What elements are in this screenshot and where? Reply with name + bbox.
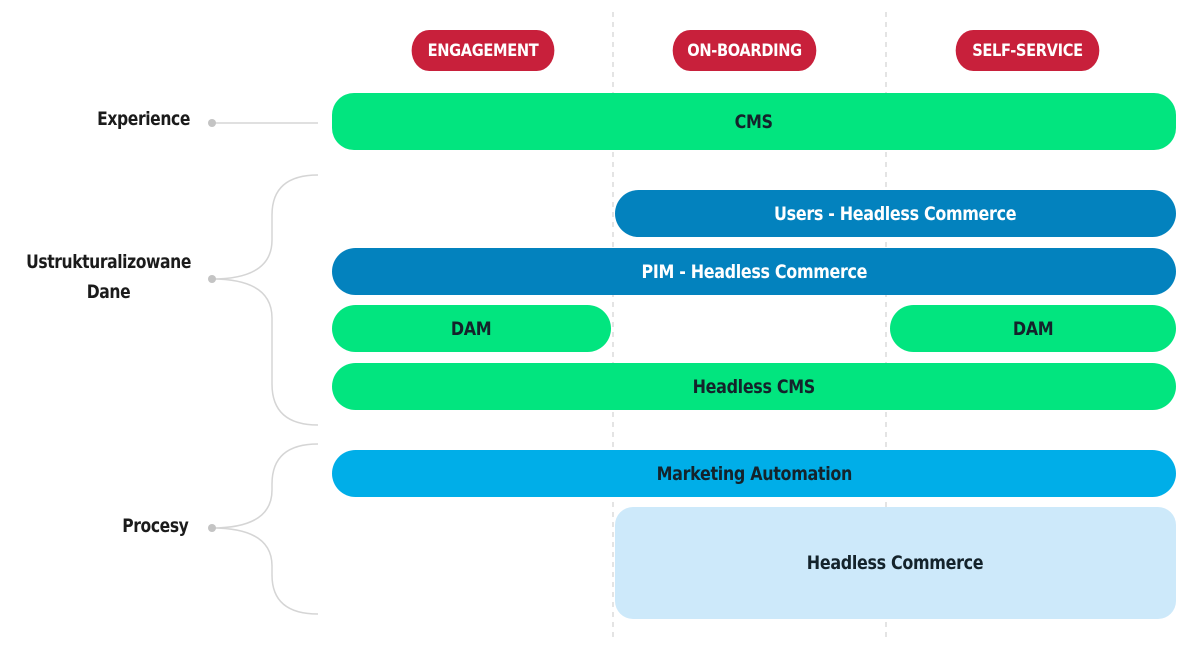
bar-cms-label: CMS	[734, 110, 774, 133]
bar-headless-commerce-label: Headless Commerce	[807, 552, 984, 574]
row-label-processes: Procesy	[80, 511, 230, 541]
row-label-experience: Experience	[60, 104, 228, 134]
row-label-experience-text: Experience	[97, 108, 191, 130]
header-self-service: SELF-SERVICE	[955, 30, 1100, 71]
bar-marketing-automation: Marketing Automation	[332, 450, 1176, 497]
structured-data-connector-dot	[208, 275, 216, 283]
bar-pim-headless-commerce: PIM - Headless Commerce	[332, 248, 1176, 295]
bar-users-headless-commerce: Users - Headless Commerce	[615, 190, 1176, 237]
bar-users-headless-commerce-label: Users - Headless Commerce	[774, 202, 1017, 225]
experience-connector-dot	[208, 119, 216, 127]
bar-dam-right: DAM	[890, 305, 1176, 352]
bar-dam-right-label: DAM	[1012, 317, 1054, 340]
bar-dam-left: DAM	[332, 305, 611, 352]
bar-marketing-automation-label: Marketing Automation	[656, 462, 852, 485]
processes-connector-dot	[208, 524, 216, 532]
bar-headless-commerce: Headless Commerce	[615, 507, 1176, 619]
row-label-structured-data-line1: Ustrukturalizowane	[26, 251, 192, 273]
row-label-structured-data: Ustrukturalizowane Dane	[4, 247, 214, 307]
row-label-processes-text: Procesy	[121, 515, 189, 537]
header-on-boarding: ON-BOARDING	[672, 30, 817, 71]
row-label-structured-data-line2: Dane	[87, 281, 131, 303]
bar-headless-cms-label: Headless CMS	[692, 375, 816, 398]
bar-headless-cms: Headless CMS	[332, 363, 1176, 410]
header-engagement: ENGAGEMENT	[411, 30, 555, 71]
bar-pim-headless-commerce-label: PIM - Headless Commerce	[641, 260, 867, 283]
structured-data-brace	[211, 174, 319, 426]
bar-dam-left-label: DAM	[451, 317, 492, 340]
bar-cms: CMS	[332, 93, 1176, 150]
